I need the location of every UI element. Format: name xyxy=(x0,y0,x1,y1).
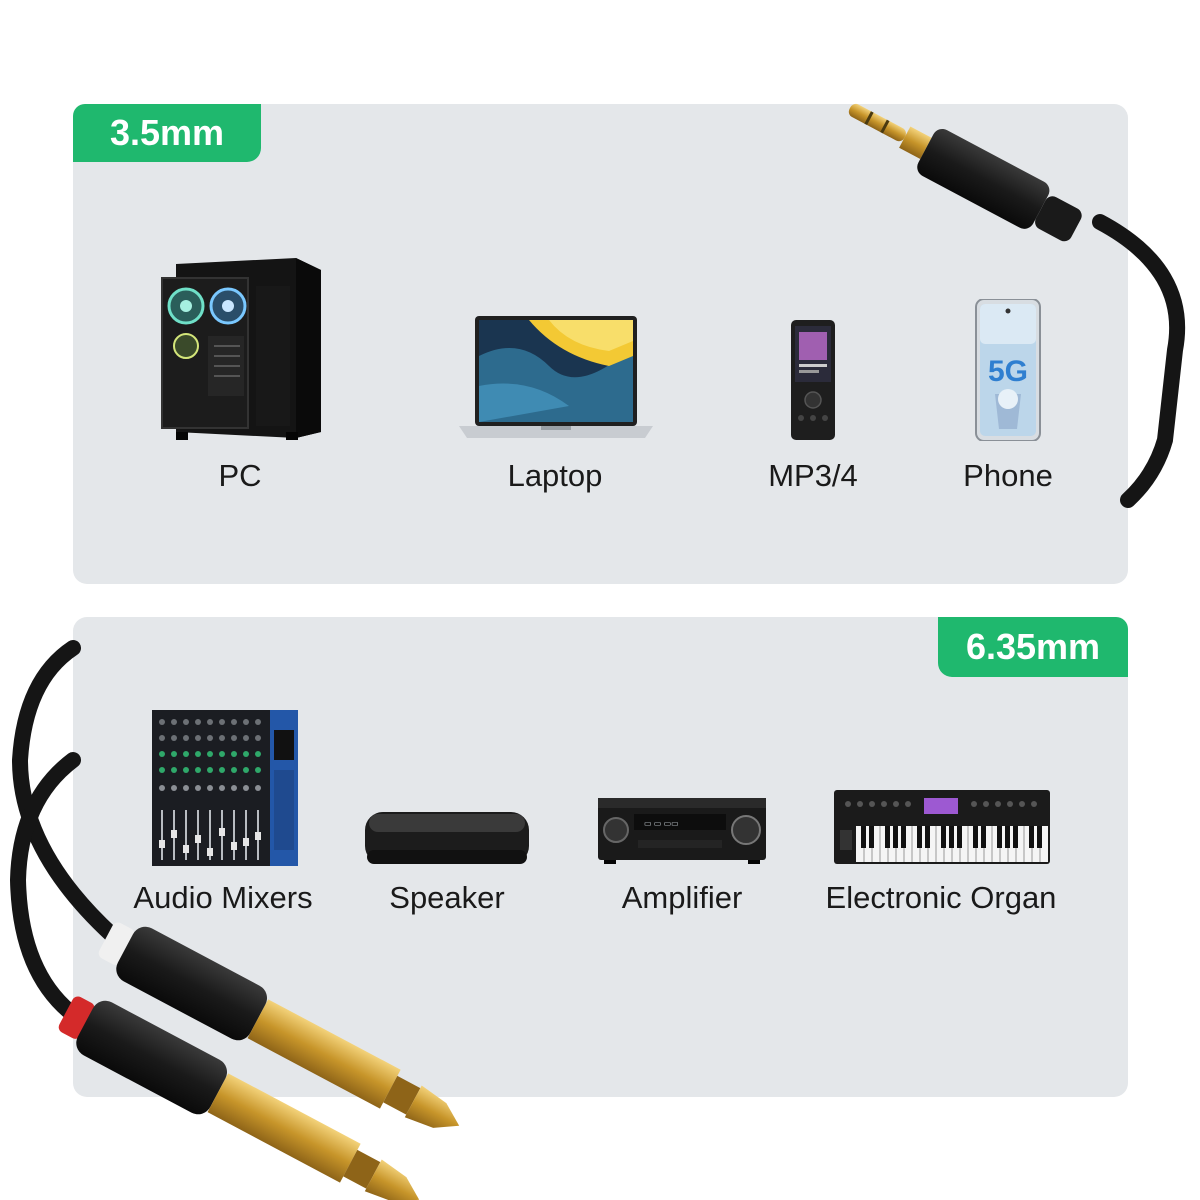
device-label-mp3: MP3/4 xyxy=(768,458,858,493)
cable-6-35mm-red xyxy=(9,752,81,1020)
laptop-icon xyxy=(459,316,653,438)
pc-tower-icon xyxy=(161,258,321,440)
amplifier-icon: ▭ ▭ ▭▭ xyxy=(598,798,766,864)
keyboard-icon xyxy=(834,790,1050,864)
device-label-speaker: Speaker xyxy=(389,880,505,915)
phone-screen-5g-text: 5G xyxy=(987,355,1029,388)
smartphone-icon: 5G xyxy=(975,299,1041,441)
device-label-phone: Phone xyxy=(963,458,1053,493)
device-label-electronic-organ: Electronic Organ xyxy=(825,880,1057,915)
speaker-icon xyxy=(365,812,529,864)
mp3-player-icon xyxy=(791,320,835,440)
badge-3-5mm: 3.5mm xyxy=(73,104,261,162)
audio-mixer-icon xyxy=(152,710,298,866)
badge-6-35mm: 6.35mm xyxy=(938,617,1128,677)
device-label-pc: PC xyxy=(218,458,262,493)
device-label-laptop: Laptop xyxy=(507,458,603,493)
device-label-amplifier: Amplifier xyxy=(621,880,743,915)
device-label-audio-mixers: Audio Mixers xyxy=(133,880,313,915)
svg-text:▭ ▭ ▭▭: ▭ ▭ ▭▭ xyxy=(644,819,679,828)
